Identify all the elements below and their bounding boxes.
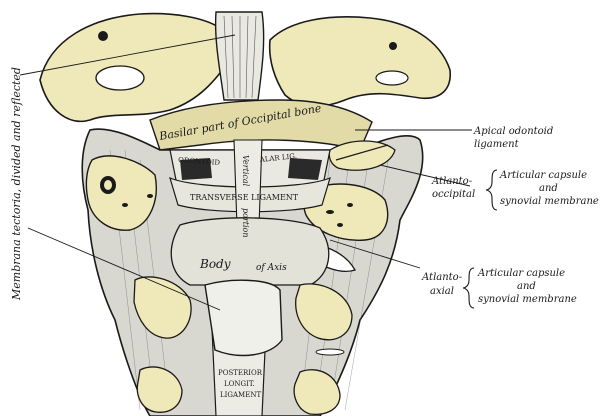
occipital-foramen-right (375, 70, 409, 86)
reflected-tectoria-flap (204, 279, 283, 357)
label-atlanto-axial-2: axial (430, 286, 454, 297)
label-atlanto-axial-1: Atlanto- (421, 272, 463, 283)
atlas-lateral-mass-left (85, 155, 157, 231)
label-capsule-2a: Articular capsule (477, 268, 565, 279)
label-portion: portion (241, 208, 250, 238)
label-odontoid: ODONTOID (178, 156, 221, 167)
occipital-bone-left (39, 12, 231, 123)
label-longit: LONGIT. (224, 380, 255, 388)
shadow-left (180, 158, 212, 180)
brace-atlanto-occipital (485, 169, 498, 211)
c3-lateral-left (136, 366, 183, 413)
label-capsule-1b: and (539, 183, 558, 194)
label-body: Body (199, 257, 231, 271)
label-vertical: Vertical (241, 155, 250, 187)
occipital-pit-left (98, 31, 108, 41)
label-atlanto-occipital-2: occipital (432, 189, 475, 200)
occipital-bone-right (268, 16, 451, 108)
label-atlanto-occipital-1: Atlanto- (431, 176, 473, 187)
label-ligament: LIGAMENT (220, 391, 261, 399)
label-apical-2: ligament (474, 139, 520, 150)
label-transverse-ligament: TRANSVERSE LIGAMENT (190, 193, 299, 202)
membrana-tectoria-strip (214, 11, 265, 101)
atlanto-occipital-capsule (328, 140, 396, 171)
label-capsule-2c: synovial membrane (478, 294, 577, 305)
label-of-axis: of Axis (256, 263, 287, 273)
label-capsule-1a: Articular capsule (499, 170, 587, 181)
label-capsule-2b: and (517, 281, 536, 292)
occipital-pit-right (389, 42, 397, 50)
occipital-foramen-left (95, 65, 145, 91)
label-membrana-tectoria: Membrana tectoria, divided and reflected (10, 67, 23, 301)
axis-body (170, 217, 330, 286)
axis-lateral-left (133, 276, 192, 339)
axis-lateral-right (295, 283, 353, 341)
bone-pits (100, 176, 353, 227)
shadow-right (288, 158, 322, 180)
label-apical-1: Apical odontoid (473, 126, 553, 137)
tectoria-fibers (223, 15, 257, 99)
c3-lateral-right (293, 369, 341, 416)
label-posterior: POSTERIOR (218, 369, 263, 377)
leader-lines (19, 34, 472, 311)
lower-joint-slit (315, 348, 345, 356)
label-alar-lig: ALAR LIG. (258, 152, 297, 164)
label-capsule-1c: synovial membrane (500, 196, 599, 207)
brace-atlanto-axial (462, 267, 475, 309)
